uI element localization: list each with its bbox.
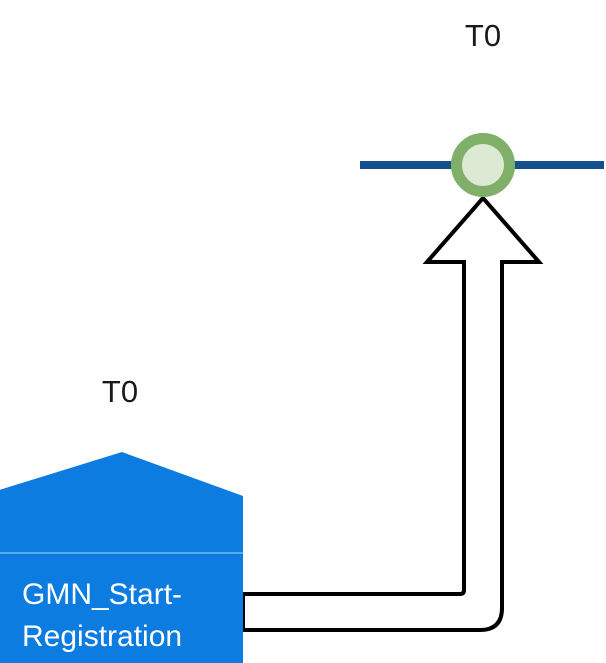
- process-node-label-t0: T0: [102, 374, 138, 409]
- node-text-line-1: GMN_Start-: [22, 578, 182, 611]
- flow-connector-arrow: [241, 194, 544, 632]
- gmn-start-registration-node[interactable]: [0, 452, 243, 663]
- timeline-label-t0: T0: [465, 18, 501, 53]
- timeline-event-node[interactable]: [451, 133, 515, 197]
- node-text-line-2: Registration: [22, 620, 182, 653]
